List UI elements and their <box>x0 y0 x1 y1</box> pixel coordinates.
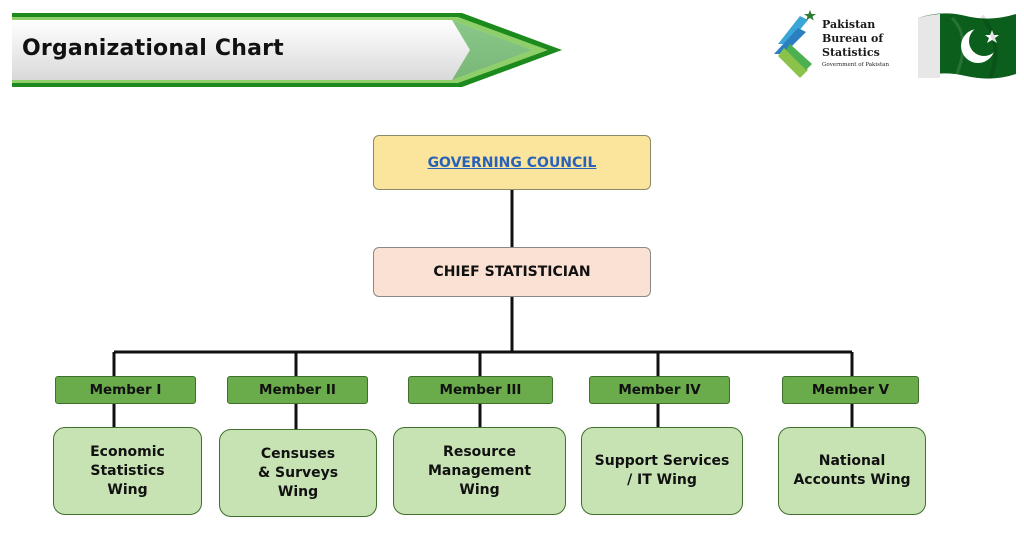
wing-label-2: Censuses & Surveys Wing <box>257 445 339 500</box>
pbs-logo-icon <box>774 10 816 78</box>
pbs-logo: Pakistan Bureau of Statistics Government… <box>770 8 910 88</box>
member-box-3: Member III <box>408 376 553 404</box>
wing-box-3: Resource Management Wing <box>393 427 566 515</box>
member-box-5: Member V <box>782 376 919 404</box>
member-box-1: Member I <box>55 376 196 404</box>
wing-box-4: Support Services / IT Wing <box>581 427 743 515</box>
chief-statistician-box: CHIEF STATISTICIAN <box>373 247 651 297</box>
pakistan-flag-icon <box>912 8 1018 84</box>
wing-label-1: Economic Statistics Wing <box>90 443 165 498</box>
wing-label-4: Support Services / IT Wing <box>594 453 730 488</box>
logo-line-1: Pakistan <box>822 18 876 31</box>
wing-label-3: Resource Management Wing <box>427 443 532 498</box>
logo-subtitle: Government of Pakistan <box>822 62 889 68</box>
wing-box-5: National Accounts Wing <box>778 427 926 515</box>
wing-box-2: Censuses & Surveys Wing <box>219 429 377 517</box>
member-box-2: Member II <box>227 376 368 404</box>
member-box-4: Member IV <box>589 376 730 404</box>
banner-arrow-shape <box>12 13 562 87</box>
governing-council-box[interactable]: GOVERNING COUNCIL <box>373 135 651 190</box>
wing-box-1: Economic Statistics Wing <box>53 427 202 515</box>
logo-line-3: Statistics <box>822 46 880 59</box>
header-banner: Organizational Chart <box>0 0 570 100</box>
logo-wordmark: Pakistan Bureau of Statistics <box>822 18 883 60</box>
logo-line-2: Bureau of <box>822 32 884 45</box>
governing-council-link[interactable]: GOVERNING COUNCIL <box>427 154 597 171</box>
page-title: Organizational Chart <box>22 36 284 61</box>
wing-label-5: National Accounts Wing <box>793 453 911 488</box>
